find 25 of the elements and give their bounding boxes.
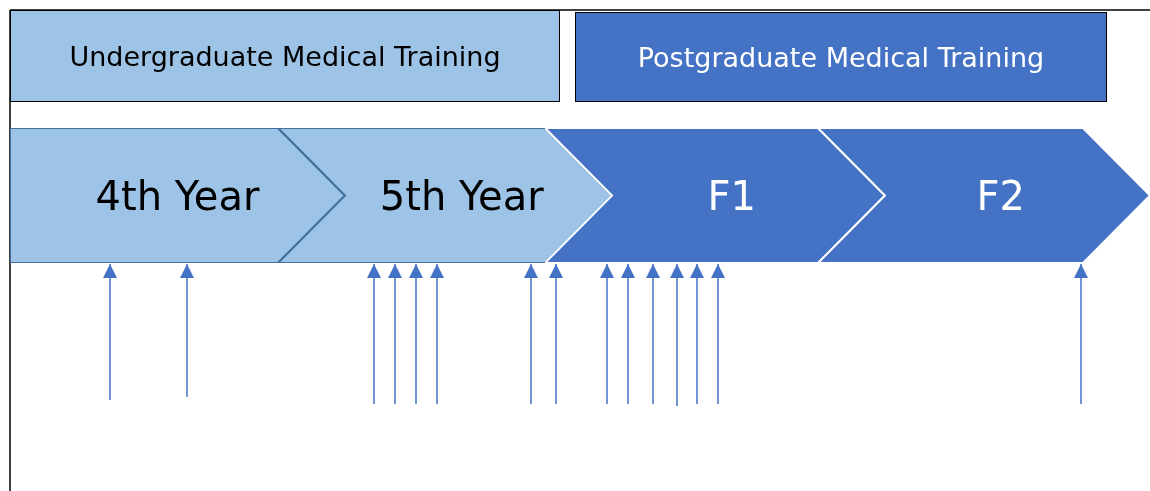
event-arrow xyxy=(180,263,194,398)
chevron-step xyxy=(545,128,885,263)
event-arrow xyxy=(711,263,725,405)
event-arrow xyxy=(103,263,117,401)
stage-header-box xyxy=(575,12,1107,102)
event-arrow xyxy=(670,263,684,407)
event-arrow xyxy=(409,263,423,405)
event-arrow xyxy=(1074,263,1088,405)
event-arrow xyxy=(646,263,660,405)
event-arrow xyxy=(549,263,563,405)
step-label: F2 xyxy=(976,172,1025,219)
event-arrow xyxy=(690,263,704,405)
stage-title: Postgraduate Medical Training xyxy=(637,41,1045,73)
event-arrow xyxy=(524,263,538,405)
stage-header-box xyxy=(10,10,560,102)
step-label: F1 xyxy=(707,172,756,219)
event-arrow xyxy=(430,263,444,405)
step-label: 5th Year xyxy=(379,172,544,219)
stage-title: Undergraduate Medical Training xyxy=(69,40,501,72)
event-arrow xyxy=(367,263,381,405)
event-arrow xyxy=(600,263,614,405)
event-arrow xyxy=(388,263,402,405)
chevron-step xyxy=(278,128,612,263)
event-arrow xyxy=(621,263,635,405)
chevron-step xyxy=(818,128,1150,263)
